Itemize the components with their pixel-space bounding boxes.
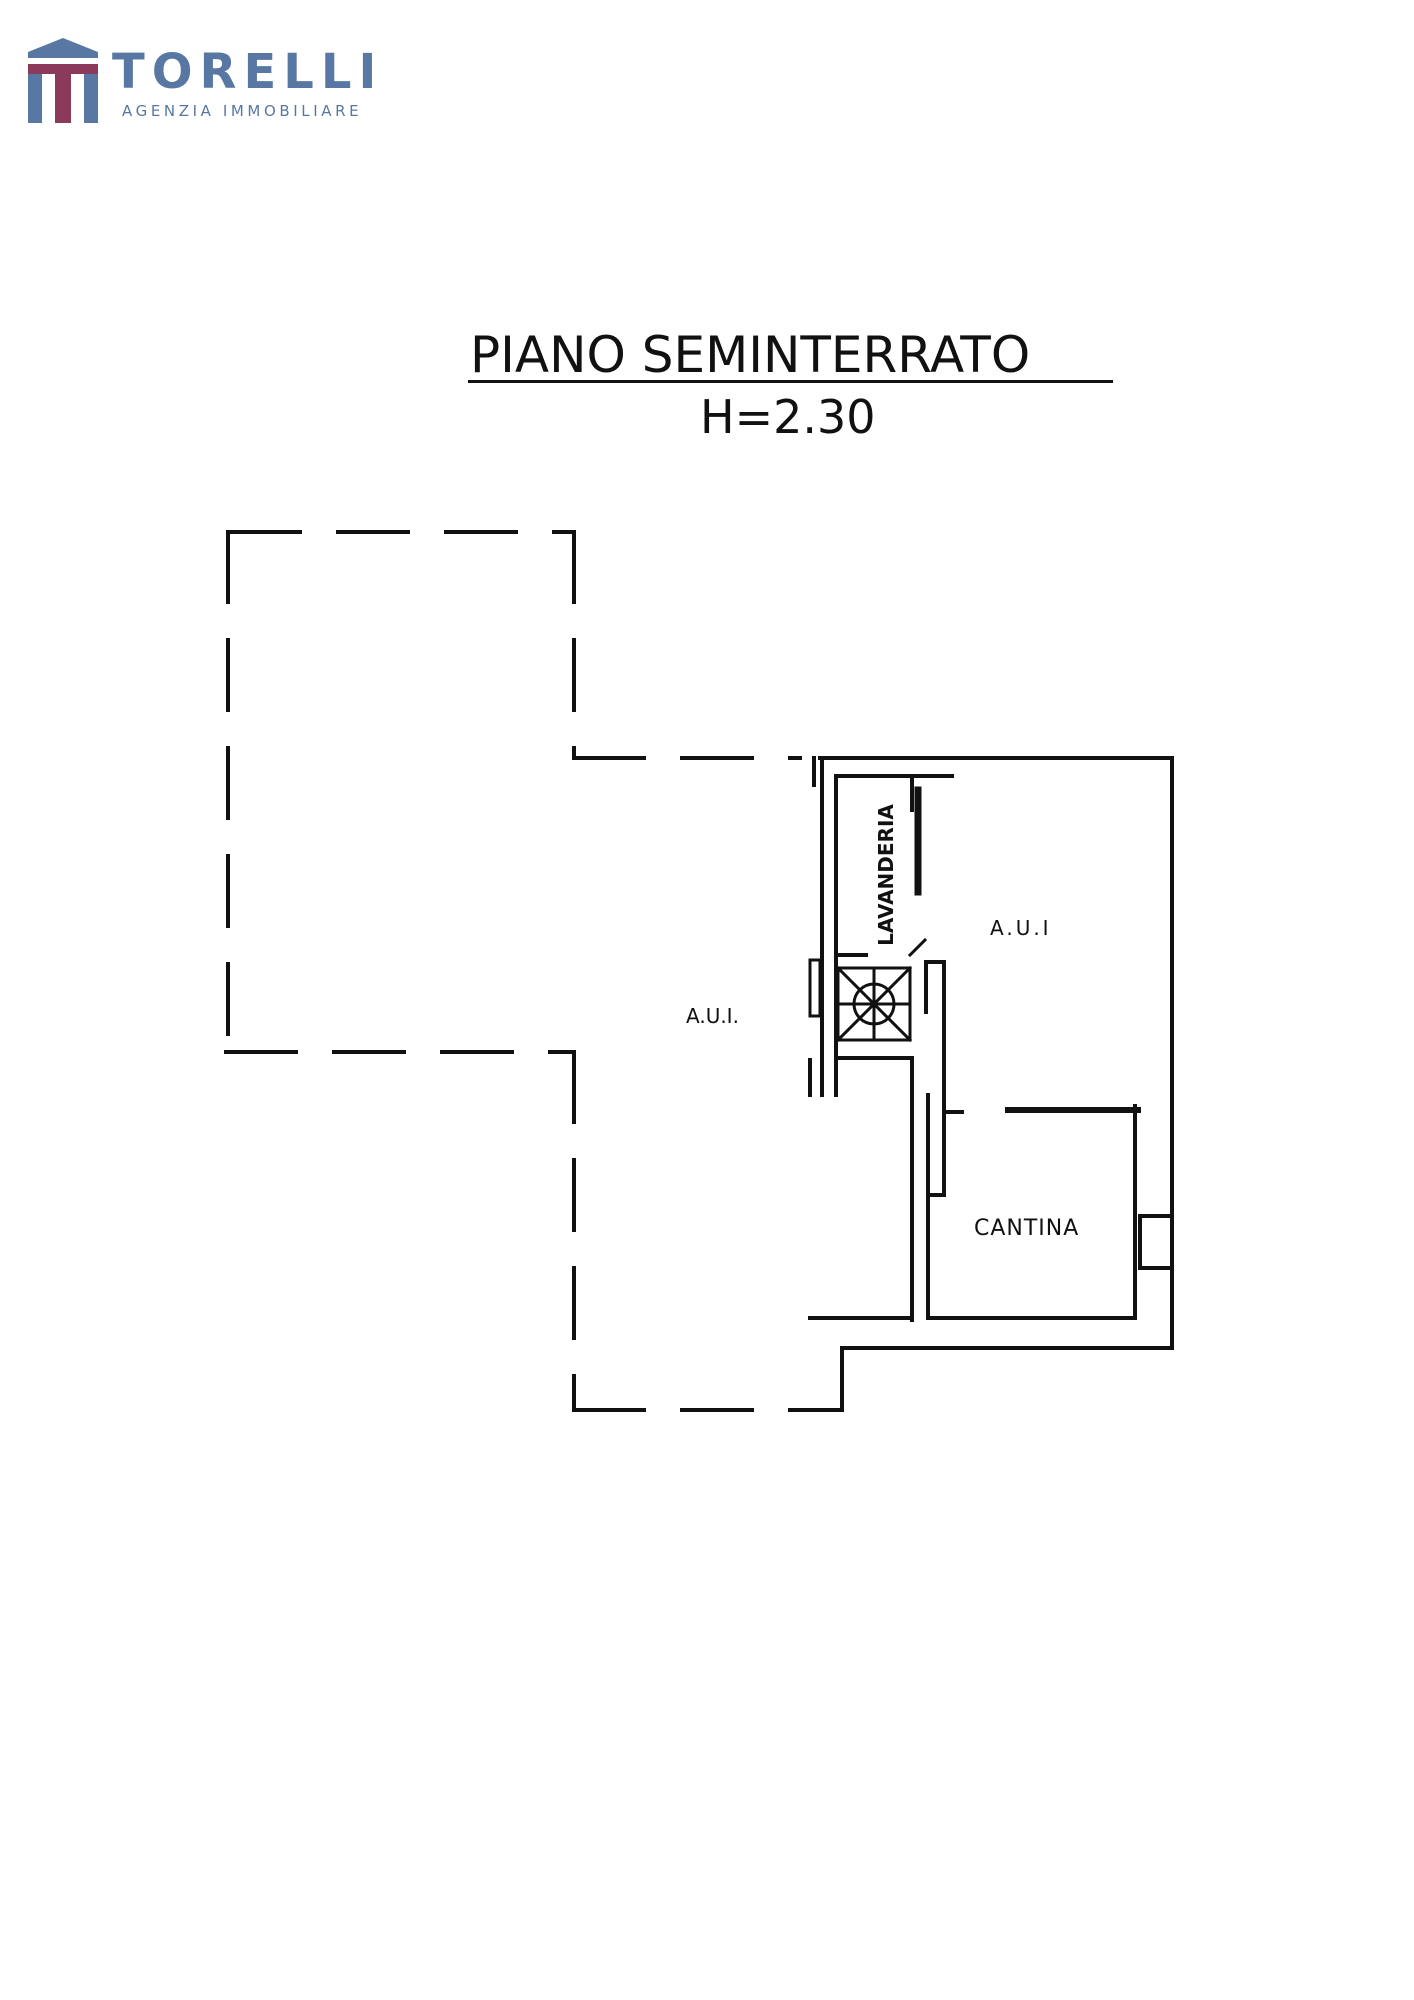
laundry-walls xyxy=(834,774,954,1097)
room-label-lavanderia: LAVANDERIA xyxy=(874,804,898,946)
room-label-aui-right: A.U.I xyxy=(990,916,1052,940)
plan-title: PIANO SEMINTERRATO xyxy=(470,326,1031,384)
cantina-walls xyxy=(926,1104,1174,1320)
room-label-cantina: CANTINA xyxy=(974,1216,1080,1241)
stair-block xyxy=(835,937,928,1043)
logo-name: TORELLI xyxy=(112,44,384,100)
title-underline xyxy=(468,380,1113,383)
corridor-walls xyxy=(808,960,1137,1322)
room-label-aui-left: A.U.I. xyxy=(686,1004,739,1028)
window-marks xyxy=(808,958,822,1018)
logo-tagline: AGENZIA IMMOBILIARE xyxy=(122,102,363,120)
dashed-boundary-upper-left xyxy=(224,530,842,1412)
torelli-logo-icon xyxy=(28,38,98,123)
agency-logo: TORELLI AGENZIA IMMOBILIARE xyxy=(28,38,408,128)
main-walls xyxy=(808,756,1174,1412)
plan-height-label: H=2.30 xyxy=(700,390,876,444)
